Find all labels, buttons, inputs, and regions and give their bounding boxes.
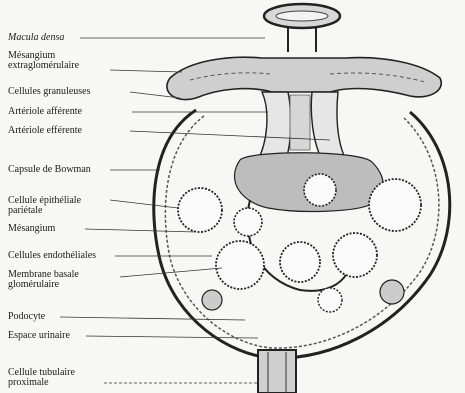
label-podocyte: Podocyte bbox=[8, 312, 45, 322]
label-proximal-tubular-cell-line2: proximale bbox=[8, 378, 75, 388]
label-efferent-arteriole: Artériole efférente bbox=[8, 126, 82, 136]
extraglomerular-mesangium bbox=[167, 57, 441, 99]
macula-densa bbox=[264, 4, 340, 52]
label-extraglomerular-mesangium: Mésangium extraglomérulaire bbox=[8, 51, 79, 71]
label-macula-densa: Macula densa bbox=[8, 33, 64, 43]
label-glomerular-basement-membrane-line2: glomérulaire bbox=[8, 280, 79, 290]
label-proximal-tubular-cell: Cellule tubulaire proximale bbox=[8, 368, 75, 388]
label-parietal-epithelial-cell: Cellule épithéliale pariétale bbox=[8, 196, 81, 216]
label-mesangium: Mésangium bbox=[8, 224, 55, 234]
label-glomerular-basement-membrane: Membrane basale glomérulaire bbox=[8, 270, 79, 290]
label-bowman-capsule: Capsule de Bowman bbox=[8, 165, 91, 175]
proximal-tubule bbox=[258, 350, 296, 393]
label-granular-cells: Cellules granuleuses bbox=[8, 87, 90, 97]
label-urinary-space: Espace urinaire bbox=[8, 331, 70, 341]
arterioles bbox=[258, 92, 346, 160]
label-afferent-arteriole: Artériole afférente bbox=[8, 107, 82, 117]
label-endothelial-cells: Cellules endothéliales bbox=[8, 251, 96, 261]
label-parietal-epithelial-cell-line2: pariétale bbox=[8, 206, 81, 216]
label-extraglomerular-mesangium-line2: extraglomérulaire bbox=[8, 61, 79, 71]
